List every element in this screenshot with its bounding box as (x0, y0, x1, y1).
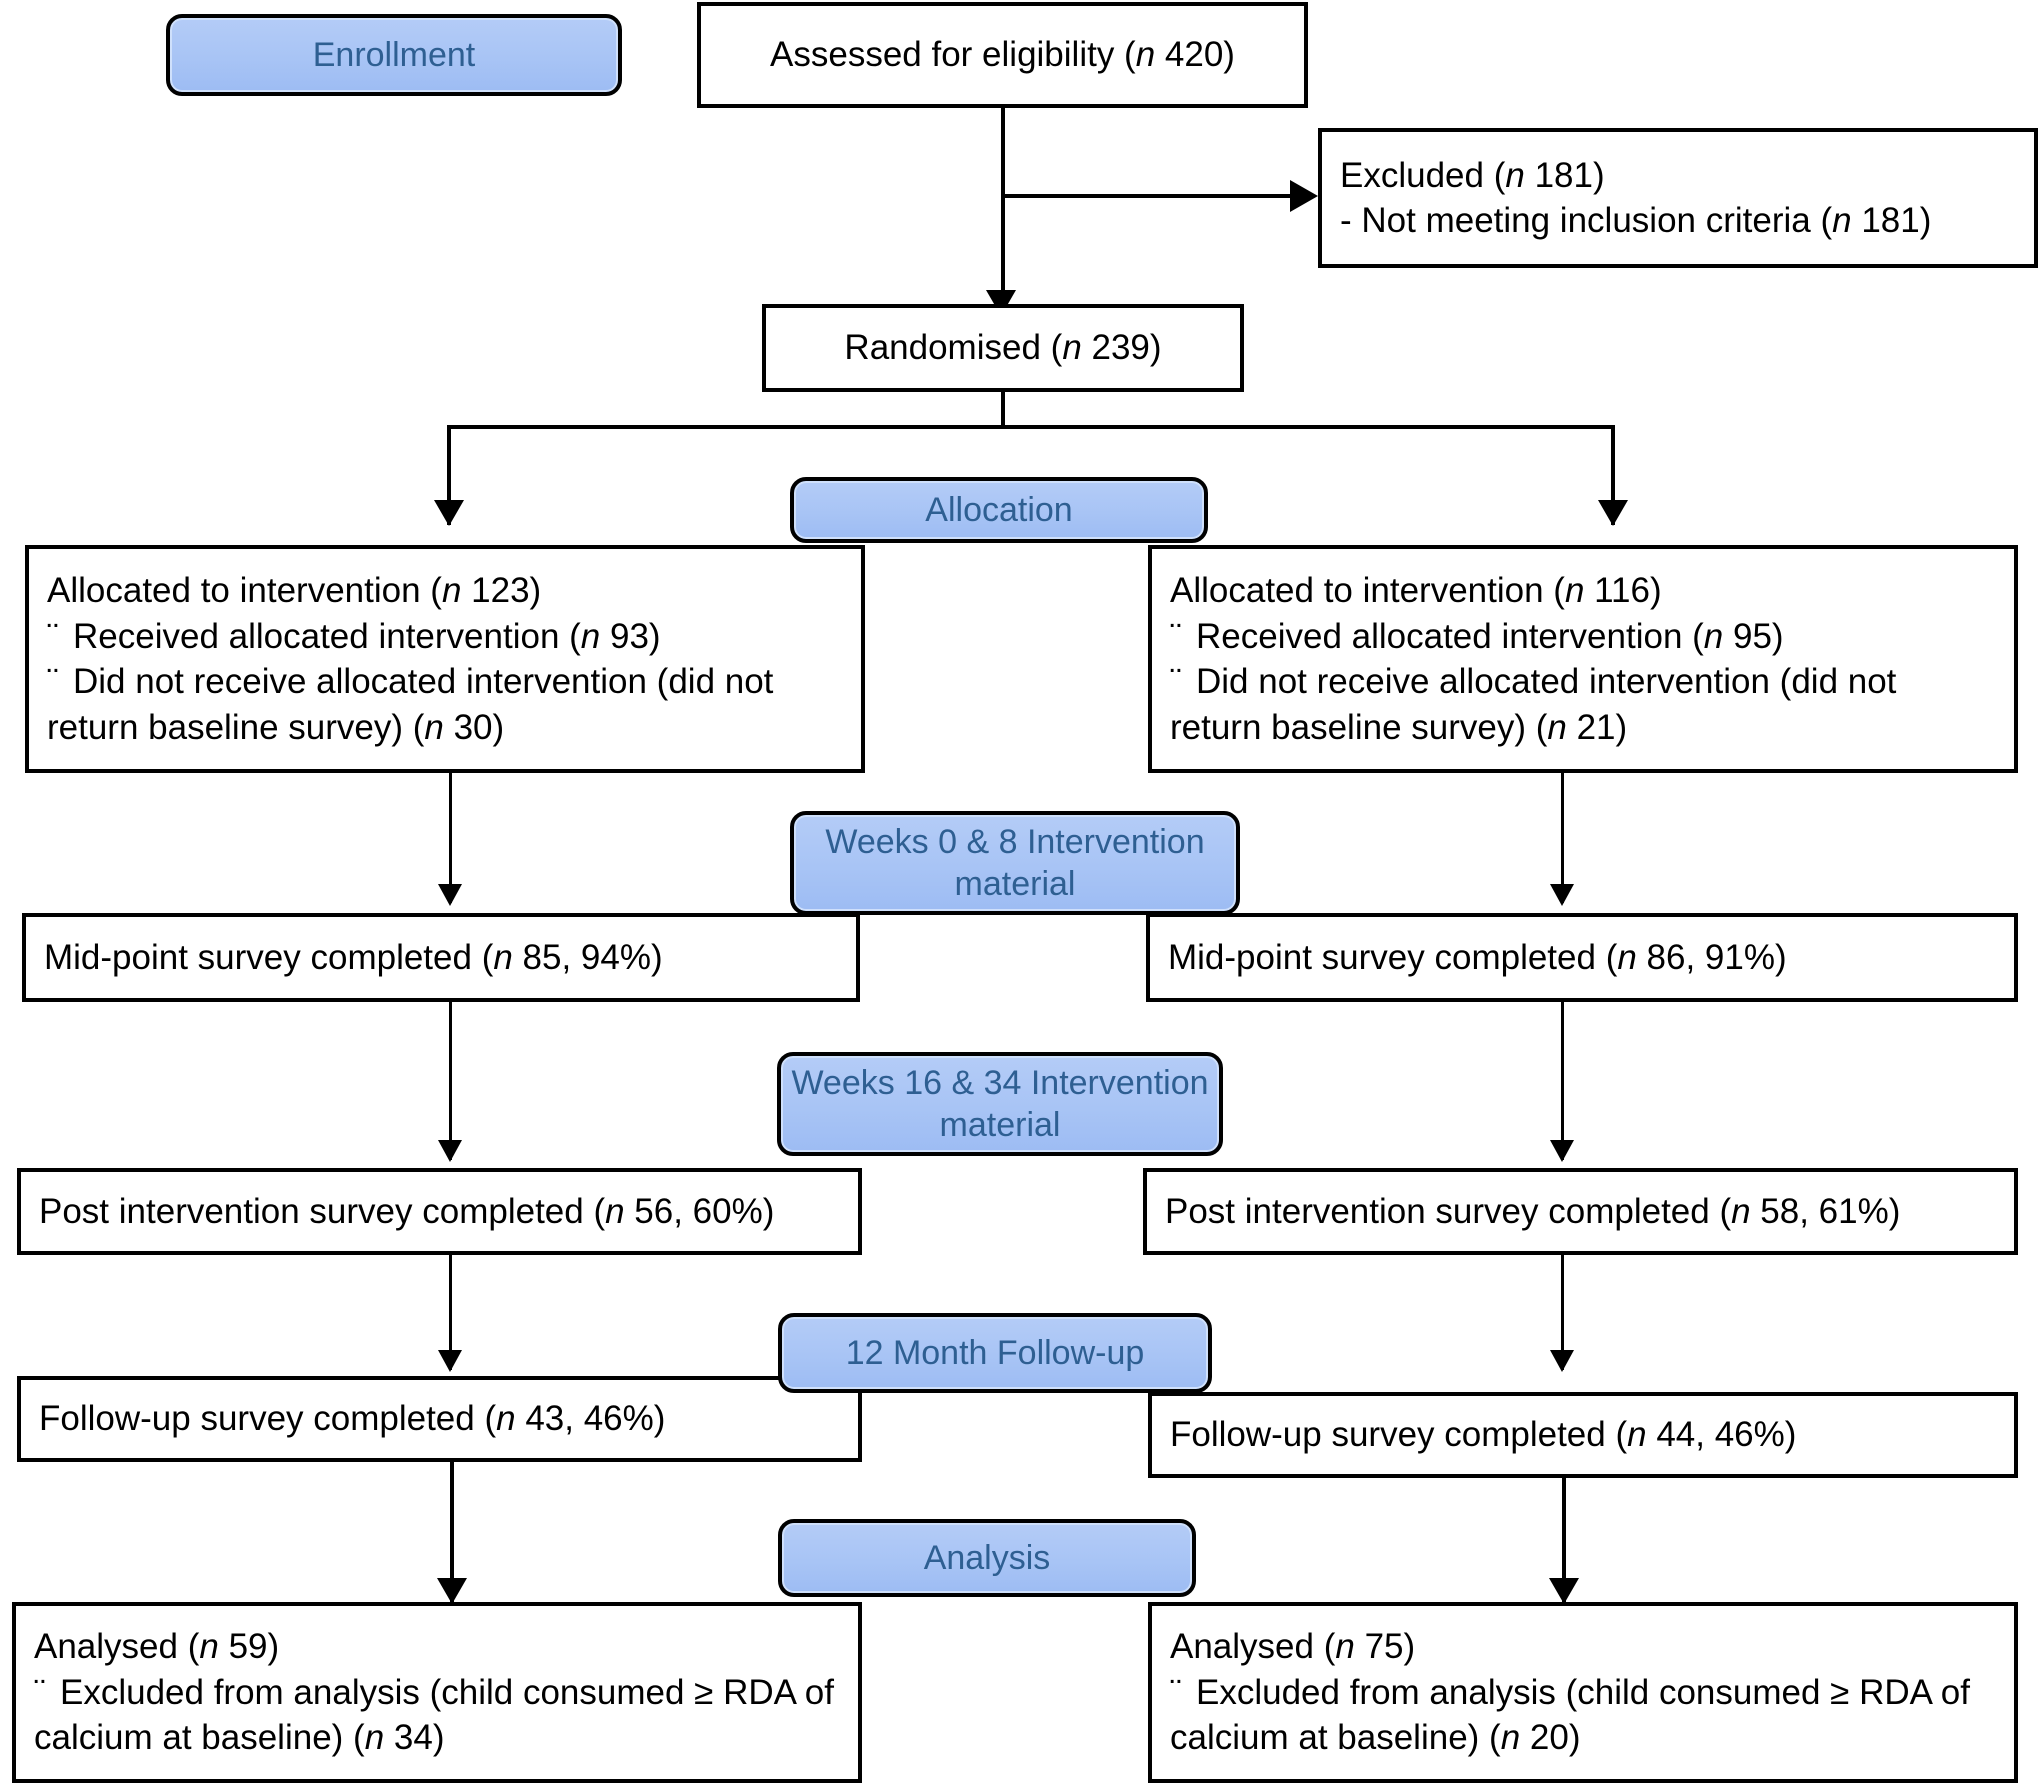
node-allocated-left: Allocated to intervention (n 123) ¨Recei… (25, 545, 865, 773)
alloc-left-line-1: Allocated to intervention (n 123) (47, 571, 542, 610)
arrowhead-left-mid-to-post (438, 1140, 462, 1162)
connector-right-fup-to-analysed (1562, 1462, 1566, 1602)
analysed-left-line-2: ¨Excluded from analysis (child consumed … (34, 1670, 840, 1761)
node-randomised: Randomised (n 239) (762, 304, 1244, 392)
connector-assessed-to-excluded (1001, 194, 1307, 198)
fup-left-line-1: Follow-up survey completed (n 43, 46%) (39, 1399, 666, 1439)
node-excluded: Excluded (n 181) - Not meeting inclusion… (1318, 128, 2038, 268)
arrowhead-to-alloc-left (434, 500, 464, 526)
node-midpoint-left: Mid-point survey completed (n 85, 94%) (22, 913, 860, 1002)
bullet-marker: ¨ (1170, 1672, 1182, 1712)
mid-right-line-1: Mid-point survey completed (n 86, 91%) (1168, 937, 1787, 977)
analysed-right-line-2: ¨Excluded from analysis (child consumed … (1170, 1670, 1996, 1761)
stage-badge-analysis: Analysis (778, 1519, 1196, 1597)
stage-label-analysis: Analysis (923, 1538, 1051, 1577)
alloc-left-line-2: ¨Received allocated intervention (n 93) (47, 614, 843, 660)
stage-badge-allocation: Allocation (790, 477, 1208, 543)
connector-left-mid-to-post (449, 1002, 452, 1160)
mid-left-line-1: Mid-point survey completed (n 85, 94%) (44, 937, 663, 977)
excluded-line-2: - Not meeting inclusion criteria (n 181) (1340, 201, 1932, 240)
excluded-line-1: Excluded (n 181) (1340, 155, 1605, 195)
alloc-right-line-2: ¨Received allocated intervention (n 95) (1170, 614, 1996, 660)
arrowhead-assessed-to-excluded (1290, 180, 1318, 212)
connector-randomised-left-branch (447, 425, 451, 525)
node-midpoint-right: Mid-point survey completed (n 86, 91%) (1146, 913, 2018, 1002)
arrowhead-right-post-to-fup (1550, 1350, 1574, 1372)
bullet-marker: ¨ (47, 662, 59, 701)
analysed-left-line-1: Analysed (n 59) (34, 1627, 280, 1667)
stage-label-weeks-16-34: Weeks 16 & 34 Intervention material (791, 1063, 1209, 1145)
post-right-line-1: Post intervention survey completed (n 58… (1165, 1191, 1901, 1231)
node-analysed-right: Analysed (n 75) ¨Excluded from analysis … (1148, 1602, 2018, 1783)
node-analysed-left: Analysed (n 59) ¨Excluded from analysis … (12, 1602, 862, 1783)
stage-badge-weeks-16-34: Weeks 16 & 34 Intervention material (777, 1052, 1223, 1156)
stage-label-allocation: Allocation (925, 490, 1073, 529)
node-followup-left: Follow-up survey completed (n 43, 46%) (17, 1376, 862, 1462)
stage-badge-weeks-0-8: Weeks 0 & 8 Intervention material (790, 811, 1240, 915)
node-assessed-for-eligibility: Assessed for eligibility (n 420) (697, 2, 1308, 108)
bullet-marker: ¨ (34, 1672, 46, 1712)
arrowhead-right-alloc-to-mid (1550, 884, 1574, 906)
stage-badge-enrollment: Enrollment (166, 14, 622, 96)
arrowhead-to-alloc-right (1598, 500, 1628, 526)
connector-right-post-to-fup (1561, 1255, 1564, 1370)
bullet-marker: ¨ (47, 616, 59, 656)
node-allocated-right: Allocated to intervention (n 116) ¨Recei… (1148, 545, 2018, 773)
fup-right-line-1: Follow-up survey completed (n 44, 46%) (1170, 1415, 1797, 1455)
randomised-line-1: Randomised (n 239) (844, 328, 1162, 368)
alloc-right-line-1: Allocated to intervention (n 116) (1170, 571, 1662, 610)
node-followup-right: Follow-up survey completed (n 44, 46%) (1148, 1392, 2018, 1478)
node-post-intervention-right: Post intervention survey completed (n 58… (1143, 1168, 2018, 1255)
stage-label-enrollment: Enrollment (312, 35, 476, 74)
stage-label-weeks-0-8: Weeks 0 & 8 Intervention material (825, 822, 1205, 904)
arrowhead-left-fup-to-analysed (437, 1578, 467, 1604)
stage-badge-follow-up: 12 Month Follow-up (778, 1313, 1212, 1393)
connector-assessed-to-randomised (1001, 108, 1005, 316)
bullet-marker: ¨ (1170, 662, 1182, 701)
bullet-marker: ¨ (1170, 616, 1182, 656)
connector-randomised-right-branch (1611, 425, 1615, 525)
arrowhead-right-fup-to-analysed (1549, 1578, 1579, 1604)
connector-randomised-down (1001, 392, 1005, 427)
node-post-intervention-left: Post intervention survey completed (n 56… (17, 1168, 862, 1255)
connector-left-fup-to-analysed (450, 1462, 454, 1602)
assessed-line-1: Assessed for eligibility (n 420) (770, 35, 1235, 75)
connector-right-mid-to-post (1561, 1002, 1564, 1160)
arrowhead-right-mid-to-post (1550, 1140, 1574, 1162)
connector-right-alloc-to-mid (1561, 773, 1564, 903)
alloc-left-line-3: ¨Did not receive allocated intervention … (47, 659, 843, 750)
post-left-line-1: Post intervention survey completed (n 56… (39, 1191, 775, 1231)
arrowhead-left-post-to-fup (438, 1350, 462, 1372)
alloc-right-line-3: ¨Did not receive allocated intervention … (1170, 659, 1996, 750)
arrowhead-left-alloc-to-mid (438, 884, 462, 906)
connector-left-alloc-to-mid (449, 773, 452, 903)
connector-randomised-split-bar (447, 425, 1615, 429)
stage-label-follow-up: 12 Month Follow-up (845, 1333, 1145, 1372)
analysed-right-line-1: Analysed (n 75) (1170, 1627, 1416, 1667)
connector-left-post-to-fup (449, 1255, 452, 1370)
